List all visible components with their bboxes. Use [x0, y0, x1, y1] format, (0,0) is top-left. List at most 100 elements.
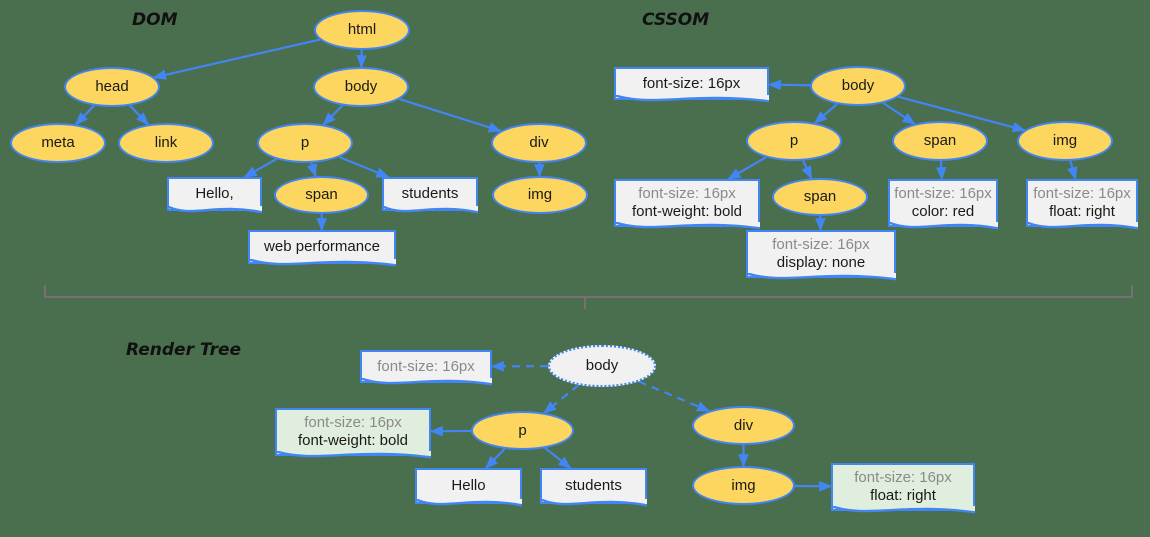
edge-body-to-div — [398, 98, 502, 133]
wave-edge-icon — [360, 378, 492, 386]
edge-r_p-to-r_hello — [485, 448, 506, 469]
dom-node-head-label: head — [95, 78, 129, 96]
edge-p-to-span — [306, 162, 317, 178]
cssom-node-c_span2: span — [772, 178, 868, 216]
render-node-r_hello-label: Hello — [451, 477, 486, 495]
edge-c_img-to-c_imgbox — [1067, 160, 1078, 181]
wave-edge-icon — [382, 206, 478, 214]
section-title-render-tree: Render Tree — [126, 340, 242, 360]
dom-node-html: html — [314, 10, 410, 50]
edge-head-to-link — [129, 104, 150, 126]
cssom-node-c_body: body — [810, 66, 906, 106]
cssom-node-c_p: p — [746, 121, 842, 161]
divider-bracket — [44, 285, 1133, 309]
cssom-node-c_spanbox-line-1: color: red — [911, 203, 975, 220]
render-node-r_img-label: img — [731, 476, 756, 494]
dom-node-stud-label: students — [401, 185, 459, 203]
dom-node-link-label: link — [154, 134, 178, 152]
edge-c_span-to-c_spanbox — [935, 160, 947, 181]
render-node-r_body-label: body — [585, 357, 619, 375]
cssom-node-c_span-label: span — [923, 132, 957, 150]
render-node-r_body: body — [548, 345, 656, 387]
render-node-r_imgbox-line-1: float: right — [870, 487, 936, 504]
edge-html-to-head — [152, 38, 321, 80]
dom-node-head: head — [64, 67, 160, 107]
edge-c_body-to-c_span — [882, 102, 916, 125]
render-node-r_p: p — [471, 411, 574, 450]
cssom-node-c_pbox-line-0: font-size: 16px — [638, 185, 736, 203]
dom-node-hello-label: Hello, — [195, 185, 234, 203]
render-node-r_stud-label: students — [565, 477, 622, 495]
dom-node-p: p — [257, 123, 353, 163]
cssom-node-c_span2box-line-0: font-size: 16px — [772, 236, 870, 254]
render-node-r_fs-line-0: font-size: 16px — [377, 357, 475, 375]
edge-body-to-p — [322, 104, 344, 126]
section-title-dom: DOM — [132, 10, 178, 30]
section-divider — [44, 285, 1133, 309]
wave-edge-icon — [614, 222, 760, 230]
dom-node-div: div — [491, 123, 587, 163]
edge-r_p-to-r_stud — [544, 447, 572, 469]
dom-node-span: span — [274, 176, 369, 214]
cssom-node-c_spanbox-line-0: font-size: 16px — [894, 185, 992, 203]
cssom-node-c_fs: font-size: 16px — [614, 67, 769, 103]
dom-node-p-label: p — [300, 134, 310, 152]
dom-node-hello: Hello, — [167, 177, 262, 214]
section-title-cssom: CSSOM — [642, 10, 710, 30]
wave-edge-icon — [415, 499, 522, 507]
dom-node-webperf-label: web performance — [264, 238, 380, 256]
cssom-node-c_fs-line-0: font-size: 16px — [642, 74, 741, 92]
dom-node-meta: meta — [10, 123, 106, 163]
edge-c_p-to-c_span2 — [801, 160, 813, 180]
render-node-r_div-label: div — [733, 416, 754, 434]
render-node-r_p-label: p — [518, 421, 527, 439]
dom-node-div-label: div — [529, 134, 549, 152]
edge-c_body-to-c_p — [813, 103, 838, 124]
cssom-node-c_pbox-line-1: font-weight: bold — [631, 203, 743, 220]
dom-node-webperf: web performance — [248, 230, 396, 267]
edge-head-to-meta — [74, 104, 95, 126]
wave-edge-icon — [746, 273, 896, 281]
cssom-node-c_span: span — [892, 121, 988, 161]
wave-edge-icon — [167, 206, 262, 214]
edge-p-to-stud — [338, 155, 390, 179]
wave-edge-icon — [831, 506, 975, 514]
edge-p-to-hello — [243, 158, 278, 178]
edge-r_body-to-r_p — [543, 384, 580, 414]
dom-node-img-label: img — [527, 186, 553, 204]
dom-node-html-label: html — [347, 21, 377, 39]
wave-edge-icon — [888, 222, 998, 230]
dom-node-img: img — [492, 176, 588, 214]
render-node-r_div: div — [692, 406, 795, 445]
render-node-r_imgbox-line-0: font-size: 16px — [854, 469, 952, 487]
edge-r_body-to-r_div — [638, 380, 711, 413]
render-node-r_hello: Hello — [415, 468, 522, 507]
render-node-r_img: img — [692, 466, 795, 505]
dom-node-stud: students — [382, 177, 478, 214]
wave-edge-icon — [540, 499, 647, 507]
dom-node-body-label: body — [344, 78, 378, 96]
wave-edge-icon — [614, 95, 769, 103]
edge-c_p-to-c_pbox — [727, 156, 767, 180]
dom-node-link: link — [118, 123, 214, 163]
cssom-node-c_imgbox-line-1: float: right — [1049, 203, 1115, 220]
cssom-node-c_span2-label: span — [803, 188, 837, 206]
wave-edge-icon — [275, 451, 431, 459]
dom-node-meta-label: meta — [41, 134, 75, 152]
edge-c_body-to-c_fs — [767, 79, 811, 91]
render-node-r_stud: students — [540, 468, 647, 507]
cssom-node-c_span2box-line-1: display: none — [776, 254, 866, 271]
dom-node-body: body — [313, 67, 409, 107]
cssom-node-c_img-label: img — [1052, 132, 1078, 150]
wave-edge-icon — [248, 259, 396, 267]
cssom-node-c_p-label: p — [789, 132, 799, 150]
wave-edge-icon — [1026, 222, 1138, 230]
